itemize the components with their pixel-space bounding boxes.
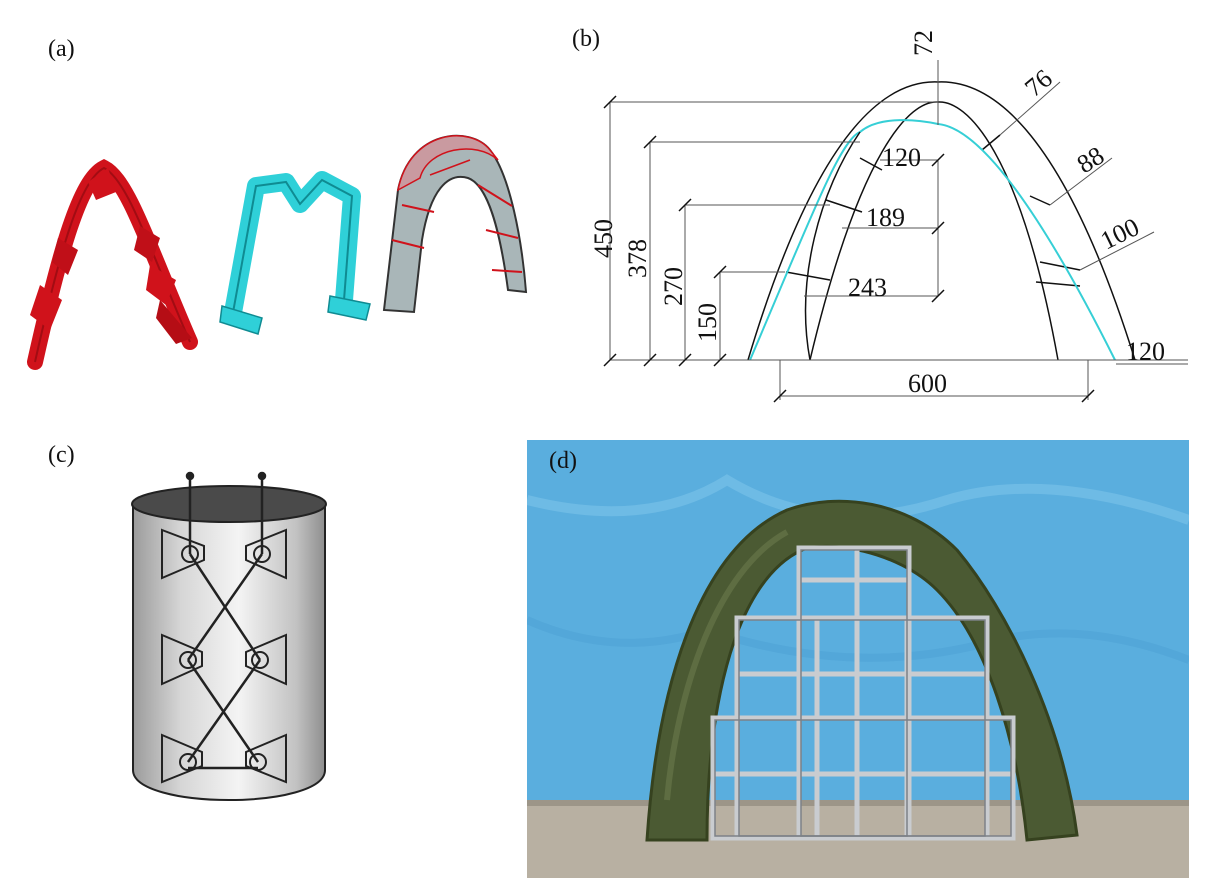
- cylinder-bag-diagram: [131, 471, 327, 801]
- panel-d-label: (d): [549, 448, 577, 474]
- arch-test-photo: [527, 440, 1189, 878]
- steel-frame: [710, 545, 1016, 841]
- shaded-arch-model: [382, 134, 528, 314]
- dim-thickness-120: 120: [1126, 337, 1165, 366]
- sandbag-arch: [645, 499, 1079, 842]
- dim-thickness-76: 76: [1019, 64, 1058, 103]
- panel-d: (d): [527, 440, 1189, 878]
- cylinder-body: [131, 485, 327, 801]
- bowtie-anchors: [161, 528, 287, 784]
- dim-height-270: 270: [659, 267, 688, 306]
- panel-b-label: (b): [572, 26, 600, 52]
- inner-cyan-arch-curve: [749, 119, 1116, 361]
- red-arch-model: [27, 159, 198, 370]
- dim-thickness-88: 88: [1072, 141, 1109, 179]
- dim-base-width: 600: [908, 369, 947, 398]
- dim-width-243: 243: [848, 273, 887, 302]
- panel-a: (a): [0, 0, 560, 420]
- panel-c: (c): [0, 430, 520, 880]
- arch-model-renders: [27, 134, 528, 370]
- dim-width-189: 189: [866, 203, 905, 232]
- dim-height-378: 378: [623, 239, 652, 278]
- dim-height-150: 150: [693, 303, 722, 342]
- cross-cables: [185, 471, 267, 770]
- panel-a-label: (a): [48, 36, 75, 62]
- panel-c-label: (c): [48, 442, 75, 468]
- dim-height-450: 450: [589, 219, 618, 258]
- panel-b: (b): [560, 0, 1205, 420]
- arch-dimension-drawing: 72 76 88 100 120 120 189 243 600 450 378…: [589, 30, 1188, 403]
- cyan-arch-model: [219, 171, 371, 335]
- dim-thickness-100: 100: [1096, 212, 1144, 255]
- dim-width-120: 120: [882, 143, 921, 172]
- dim-top-thickness: 72: [909, 30, 938, 56]
